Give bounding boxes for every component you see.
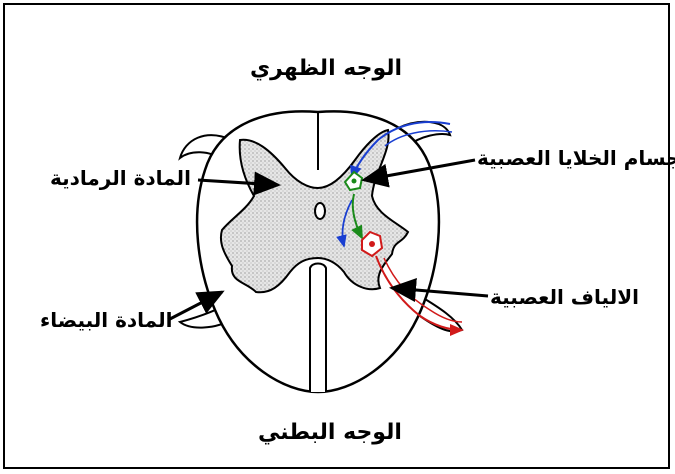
label-white-matter: المادة البيضاء bbox=[40, 310, 172, 330]
ventral-median-fissure bbox=[310, 264, 326, 393]
central-canal bbox=[315, 203, 325, 219]
label-nerve-fibers: الالياف العصبية bbox=[490, 287, 639, 307]
label-ventral-side: الوجه البطني bbox=[258, 422, 402, 444]
label-nerve-cell-bodies: جسام الخلايا العصبية bbox=[477, 148, 675, 168]
label-gray-matter: المادة الرمادية bbox=[50, 168, 191, 188]
label-dorsal-side: الوجه الظهري bbox=[250, 58, 402, 80]
